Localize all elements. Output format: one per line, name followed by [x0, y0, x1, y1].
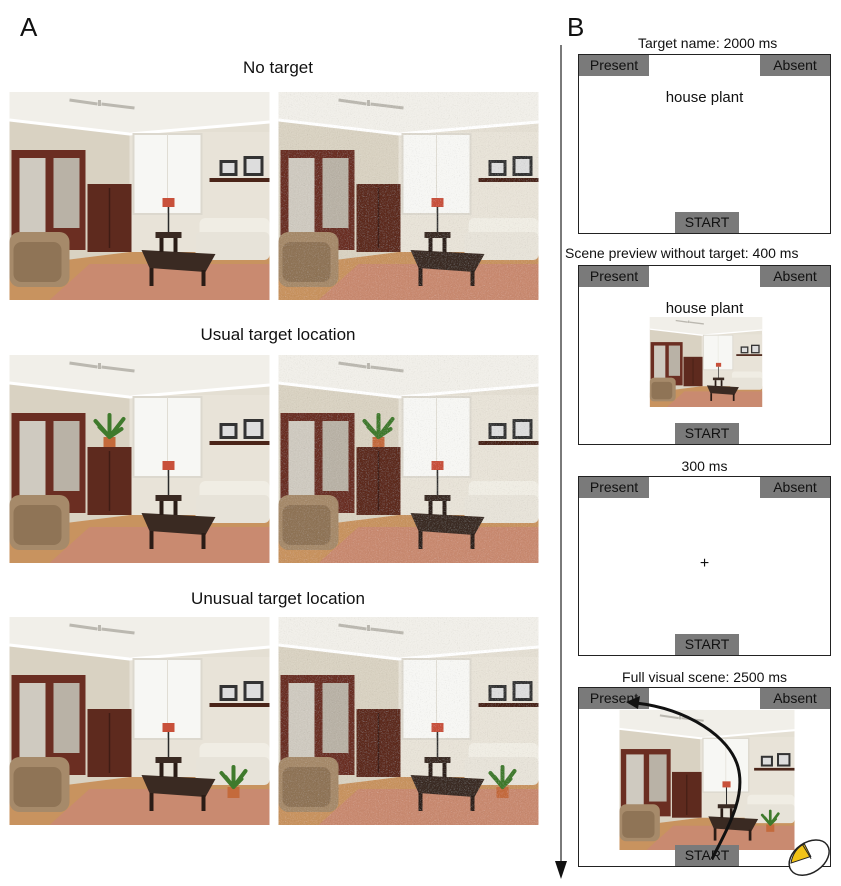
- mouse-icon: [788, 839, 830, 877]
- scene-no-target-noisy: [278, 92, 539, 300]
- start-button[interactable]: START: [675, 634, 739, 655]
- screen-full-scene: Present Absent START: [578, 687, 831, 867]
- screen-2-title: Scene preview without target: 400 ms: [565, 245, 799, 261]
- condition-title-no-target: No target: [243, 58, 313, 77]
- screen-3-title: 300 ms: [681, 458, 728, 474]
- fixation-cross: +: [699, 555, 710, 572]
- scene-unusual-noisy: [278, 617, 539, 825]
- screen-4-title: Full visual scene: 2500 ms: [622, 669, 787, 685]
- start-button[interactable]: START: [675, 845, 739, 866]
- target-name-label: house plant: [665, 300, 744, 317]
- absent-button[interactable]: Absent: [760, 55, 830, 76]
- mouse-trajectory-arrow: [626, 696, 742, 860]
- preview-scene-thumbnail: [649, 317, 763, 407]
- scene-usual-clean: [9, 355, 270, 563]
- start-button[interactable]: START: [675, 212, 739, 233]
- panel-a-letter: A: [20, 12, 38, 42]
- present-button[interactable]: Present: [579, 55, 649, 76]
- timeline-arrow: [555, 45, 567, 879]
- condition-title-unusual: Unusual target location: [191, 589, 365, 608]
- scene-unusual-clean: [9, 617, 270, 825]
- screen-target-name: Present Absent house plant START: [578, 54, 831, 234]
- condition-title-usual: Usual target location: [200, 325, 356, 344]
- panel-b-letter: B: [567, 12, 585, 42]
- present-button[interactable]: Present: [579, 477, 649, 498]
- scene-usual-noisy: [278, 355, 539, 563]
- scene-no-target-clean: [9, 92, 270, 300]
- start-button[interactable]: START: [675, 423, 739, 444]
- screen-scene-preview: Present Absent house plant START: [578, 265, 831, 445]
- screen-fixation: Present Absent + START: [578, 476, 831, 656]
- absent-button[interactable]: Absent: [760, 688, 830, 709]
- absent-button[interactable]: Absent: [760, 477, 830, 498]
- target-name-label: house plant: [665, 89, 744, 106]
- present-button[interactable]: Present: [579, 266, 649, 287]
- absent-button[interactable]: Absent: [760, 266, 830, 287]
